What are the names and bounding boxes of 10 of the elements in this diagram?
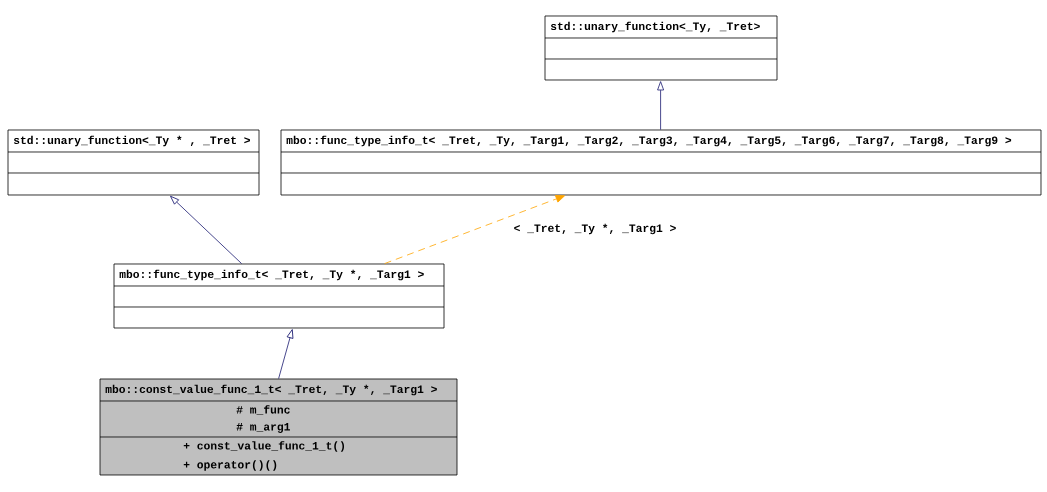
class-box: std::unary_function<_Ty, _Tret>: [544, 15, 778, 81]
arrow: [170, 195, 242, 264]
edge-label: < _Tret, _Ty *, _Targ1 >: [512, 222, 678, 236]
class-box: mbo::func_type_info_t< _Tret, _Ty *, _Targ1 >: [113, 263, 445, 329]
arrow: [278, 329, 294, 379]
arrow: [384, 195, 565, 264]
arrow: [657, 81, 665, 130]
class-box: std::unary_function<_Ty * , _Tret >: [7, 129, 260, 196]
class-box: mbo::const_value_func_1_t< _Tret, _Ty *, _Targ1 > # m_func # m_arg1 + const_value_func_1_t() + operator()(): [99, 378, 458, 476]
class-box: mbo::func_type_info_t< _Tret, _Ty, _Targ1, _Targ2, _Targ3, _Targ4, _Targ5, _Targ6, _Targ7, _Targ8, _Targ9 >: [280, 129, 1042, 196]
